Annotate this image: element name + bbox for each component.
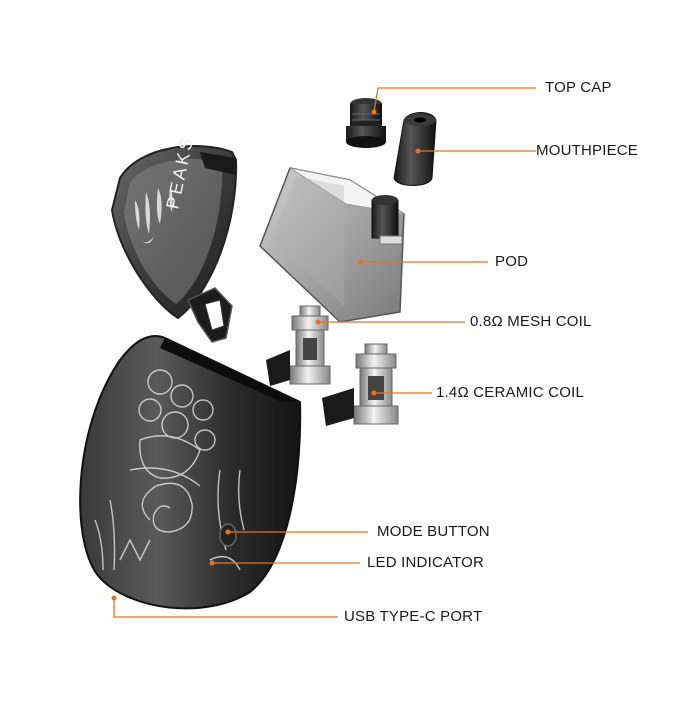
top-cap-part: [346, 98, 386, 148]
mouthpiece-part: [393, 112, 437, 186]
label-led-indicator: LED INDICATOR: [367, 554, 485, 571]
leader-top-cap: [373, 87, 536, 113]
label-mesh-coil: 0.8Ω MESH COIL: [470, 313, 592, 330]
label-mouthpiece: MOUTHPIECE: [536, 142, 639, 159]
mode-button-shape: [219, 523, 237, 547]
callout-dots: [111, 109, 421, 601]
lid: PEAKS: [110, 133, 238, 343]
label-usb-port: USB TYPE-C PORT: [344, 608, 483, 625]
pod-part: [259, 167, 405, 323]
main-body: [79, 335, 302, 610]
label-pod: POD: [495, 253, 529, 270]
mesh-coil-part: [266, 305, 331, 386]
label-mode-button: MODE BUTTON: [377, 523, 490, 540]
ceramic-coil-part: [322, 343, 399, 426]
label-ceramic-coil: 1.4Ω CERAMIC COIL: [436, 384, 584, 401]
label-top-cap: TOP CAP: [545, 79, 612, 96]
callout-lines: [113, 87, 536, 618]
leader-usb-port: [113, 598, 338, 618]
